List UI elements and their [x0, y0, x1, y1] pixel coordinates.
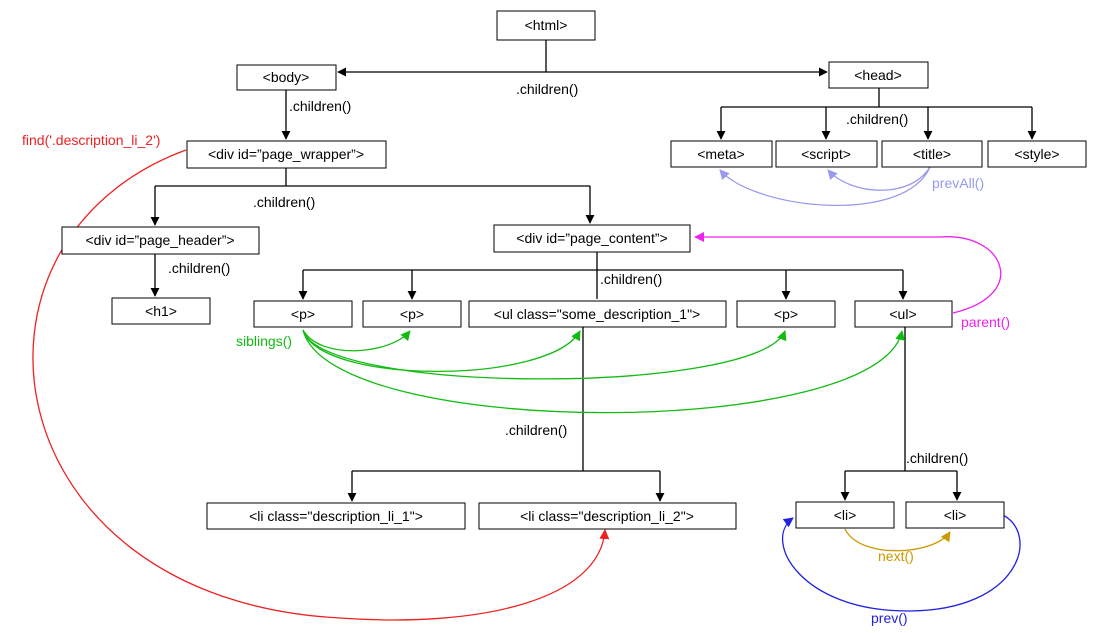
siblings-curve-uldesc — [302, 329, 581, 372]
label-uldesc-children: .children() — [505, 422, 567, 438]
node-head: <head> — [828, 61, 929, 89]
label-siblings: siblings() — [236, 333, 292, 349]
node-page-wrapper-label: <div id=”page_wrapper”> — [208, 146, 364, 162]
node-li-desc2: <li class="description_li_2"> — [478, 502, 737, 530]
label-ul2-children: .children() — [906, 450, 968, 466]
tree-connectors — [150, 40, 1037, 502]
node-html: <html> — [496, 10, 596, 41]
node-p3-label: <p> — [774, 306, 798, 322]
node-script-label: <script> — [801, 146, 851, 162]
node-script: <script> — [775, 140, 878, 168]
siblings-curve-ul2 — [302, 329, 906, 414]
label-body-children: .children() — [289, 98, 351, 114]
node-li1: <li> — [795, 501, 895, 529]
edge-content-children — [303, 252, 903, 299]
label-html-children: .children() — [516, 81, 578, 97]
node-p1: <p> — [253, 300, 353, 328]
edge-ul2-children — [845, 327, 957, 472]
node-li-desc1: <li class="description_li_1"> — [206, 502, 466, 530]
node-meta-label: <meta> — [697, 146, 744, 162]
parent-curve — [694, 232, 1002, 314]
node-html-label: <html> — [525, 17, 568, 33]
label-find: find('.description_li_2') — [22, 132, 160, 148]
node-h1: <h1> — [111, 297, 211, 325]
node-page-content-label: <div id=”page_content”> — [516, 230, 667, 246]
node-h1-label: <h1> — [145, 303, 177, 319]
node-page-header-label: <div id=”page_header”> — [85, 232, 234, 248]
node-p3: <p> — [736, 300, 836, 328]
node-li1-label: <li> — [834, 507, 857, 523]
siblings-curve-p2 — [302, 329, 411, 352]
edge-wrapper-children — [155, 168, 590, 187]
node-ul-desc: <ul class="some_description_1"> — [468, 300, 727, 328]
siblings-curve-p3 — [302, 329, 787, 380]
label-parent: parent() — [961, 314, 1010, 330]
label-content-children: .children() — [600, 271, 662, 287]
label-head-children: .children() — [846, 111, 908, 127]
node-title: <title> — [881, 140, 983, 168]
label-header-children: .children() — [168, 260, 230, 276]
node-title-label: <title> — [913, 146, 951, 162]
node-p1-label: <p> — [291, 306, 315, 322]
node-ul2-label: <ul> — [889, 306, 916, 322]
label-prevAll: prevAll() — [932, 175, 984, 191]
node-ul-desc-label: <ul class="some_description_1"> — [494, 306, 700, 322]
edge-head-children — [721, 88, 1032, 108]
node-meta: <meta> — [670, 140, 773, 168]
node-body: <body> — [236, 64, 337, 91]
node-page-content: <div id=”page_content”> — [493, 224, 691, 253]
node-li-desc1-label: <li class="description_li_1"> — [249, 508, 423, 524]
node-p2-label: <p> — [400, 306, 424, 322]
edge-uldesc-children — [352, 327, 660, 472]
node-p2: <p> — [362, 300, 462, 328]
node-page-wrapper: <div id=”page_wrapper”> — [186, 140, 387, 169]
traversal-curves — [32, 149, 1021, 621]
node-body-label: <body> — [263, 69, 310, 85]
label-wrapper-children: .children() — [253, 194, 315, 210]
prevAll-curve-meta — [719, 166, 931, 207]
node-li2: <li> — [905, 501, 1005, 529]
find-curve — [32, 149, 610, 621]
label-prev: prev() — [871, 610, 908, 626]
node-li-desc2-label: <li class="description_li_2"> — [520, 508, 694, 524]
prevAll-curve-script — [827, 166, 931, 191]
node-li2-label: <li> — [944, 507, 967, 523]
node-head-label: <head> — [854, 67, 902, 83]
prev-curve — [782, 514, 1021, 612]
next-curve — [844, 528, 951, 552]
node-style-label: <style> — [1014, 146, 1059, 162]
node-page-header: <div id=”page_header”> — [61, 226, 260, 255]
label-next: next() — [878, 548, 914, 564]
node-style: <style> — [987, 140, 1087, 168]
node-ul2: <ul> — [854, 300, 953, 328]
